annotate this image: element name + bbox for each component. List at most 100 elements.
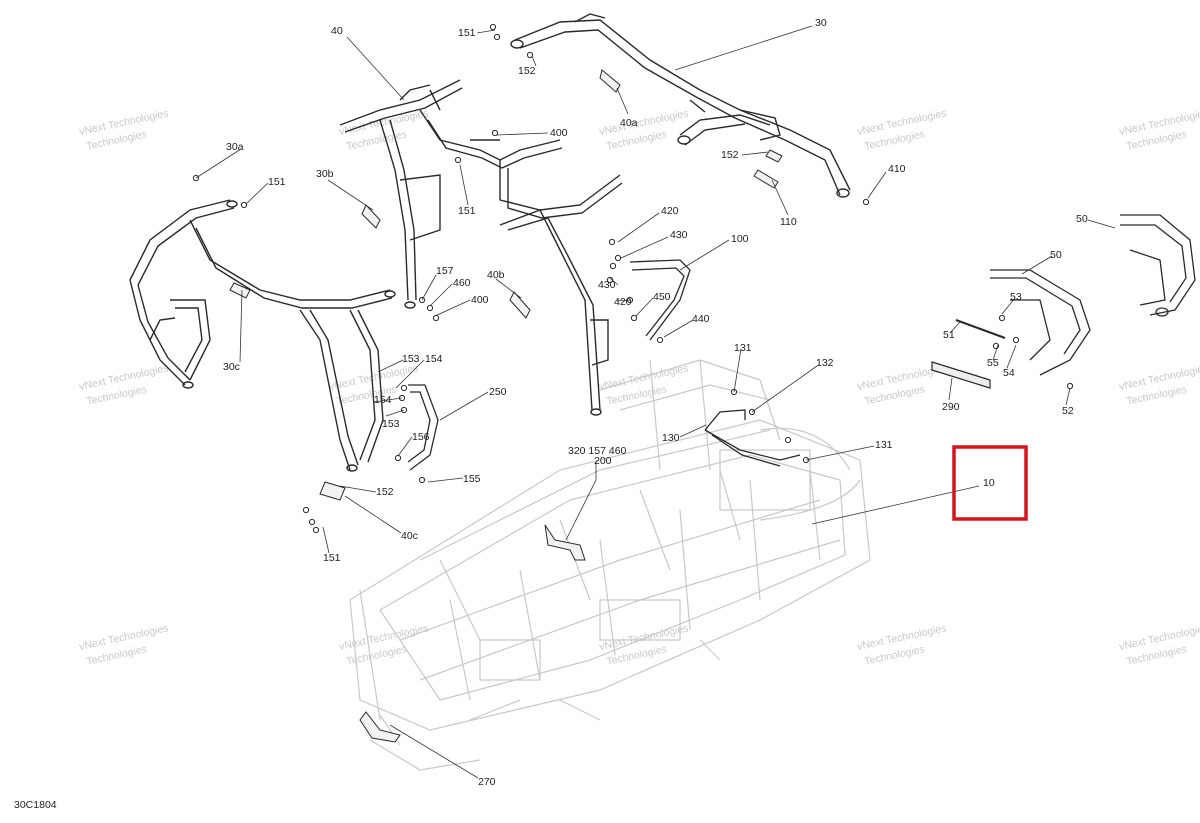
bolt: [656, 336, 664, 344]
callout-label: 54: [1003, 367, 1015, 379]
callout-label: 320 157 460: [568, 445, 627, 457]
part-30-rear-roof-bar: [510, 13, 851, 198]
callout-label: 52: [1062, 405, 1074, 417]
bolt: [426, 304, 434, 312]
bolt: [240, 201, 248, 209]
chassis-frame-ghost: [349, 359, 871, 771]
callout-label: 440: [692, 313, 710, 325]
part-290-plate: [931, 361, 991, 389]
callout-label: 460: [453, 277, 471, 289]
bolt: [1066, 382, 1074, 390]
callout-label: 40b: [487, 269, 505, 281]
callout-labels: 151 152 40 30 400 151 152 40a 410 110 30a 151 30b 420…: [223, 17, 1088, 788]
bolt: [862, 198, 870, 206]
callout-label: 40c: [401, 530, 418, 542]
bolt: [454, 156, 462, 164]
bolt: [1012, 336, 1020, 344]
bolt: [418, 476, 426, 484]
bolt: [394, 454, 402, 462]
drawing-code: 30C1804: [14, 799, 57, 811]
callout-label: 131: [875, 439, 893, 451]
callout-label: 156: [412, 431, 430, 443]
bolt: [526, 51, 534, 59]
callout-label: 10: [983, 477, 995, 489]
callout-label: 55: [987, 357, 999, 369]
part-51-rod: [955, 319, 1006, 339]
callout-label: 51: [943, 329, 955, 341]
callout-label: 400: [471, 294, 489, 306]
callout-label: 153: [382, 418, 400, 430]
callout-label: 151: [458, 205, 476, 217]
bolt: [489, 23, 497, 31]
callout-label: 151: [268, 176, 286, 188]
bolt: [308, 518, 316, 526]
callout-label: 151: [458, 27, 476, 39]
callout-label: 130: [662, 432, 680, 444]
callout-label: 430: [670, 229, 688, 241]
bolt: [614, 254, 622, 262]
bolt: [432, 314, 440, 322]
bolt: [400, 384, 408, 392]
callout-label: 410: [888, 163, 906, 175]
part-100-grab-bar: [629, 259, 691, 341]
callout-label: 131: [734, 342, 752, 354]
callout-label: 154: [425, 353, 443, 365]
callout-label: 155: [463, 473, 481, 485]
hardware-brackets: [229, 69, 783, 743]
highlight-box: [952, 445, 1028, 521]
fasteners: [192, 23, 1074, 534]
callout-label: 420: [614, 296, 632, 308]
callout-label: 290: [942, 401, 960, 413]
part-250-grab-bar: [407, 384, 439, 471]
callout-label: 151: [323, 552, 341, 564]
callout-label: 152: [376, 486, 394, 498]
callout-label: 50: [1050, 249, 1062, 261]
bolt: [312, 526, 320, 534]
callout-label: 430: [598, 279, 616, 291]
bolt: [784, 436, 792, 444]
callout-label: 270: [478, 776, 496, 788]
bolt: [302, 506, 310, 514]
callout-label: 100: [731, 233, 749, 245]
bolt: [630, 314, 638, 322]
callout-label: 40a: [620, 117, 638, 129]
part-30c-left-side-cage: [129, 199, 396, 472]
callout-label: 53: [1010, 291, 1022, 303]
bolt: [608, 238, 616, 246]
callout-label: 154: [374, 394, 392, 406]
part-130-center-bar: [704, 409, 801, 467]
callout-label: 132: [816, 357, 834, 369]
callout-label: 157: [436, 265, 454, 277]
callout-label: 30a: [226, 141, 244, 153]
callout-label: 400: [550, 127, 568, 139]
callout-label: 30: [815, 17, 827, 29]
bolt: [493, 33, 501, 41]
leader-lines: [195, 25, 1116, 779]
callout-label: 40: [331, 25, 343, 37]
callout-label: 450: [653, 291, 671, 303]
bolt: [491, 129, 499, 137]
callout-label: 50: [1076, 213, 1088, 225]
part-50-rear-bumper: [990, 214, 1196, 376]
bolt: [998, 314, 1006, 322]
callout-label: 110: [780, 216, 797, 228]
callout-label: 420: [661, 205, 679, 217]
callout-label: 152: [721, 149, 739, 161]
callout-label: 30b: [316, 168, 334, 180]
callout-label: 152: [518, 65, 536, 77]
callout-label: 153: [402, 353, 420, 365]
